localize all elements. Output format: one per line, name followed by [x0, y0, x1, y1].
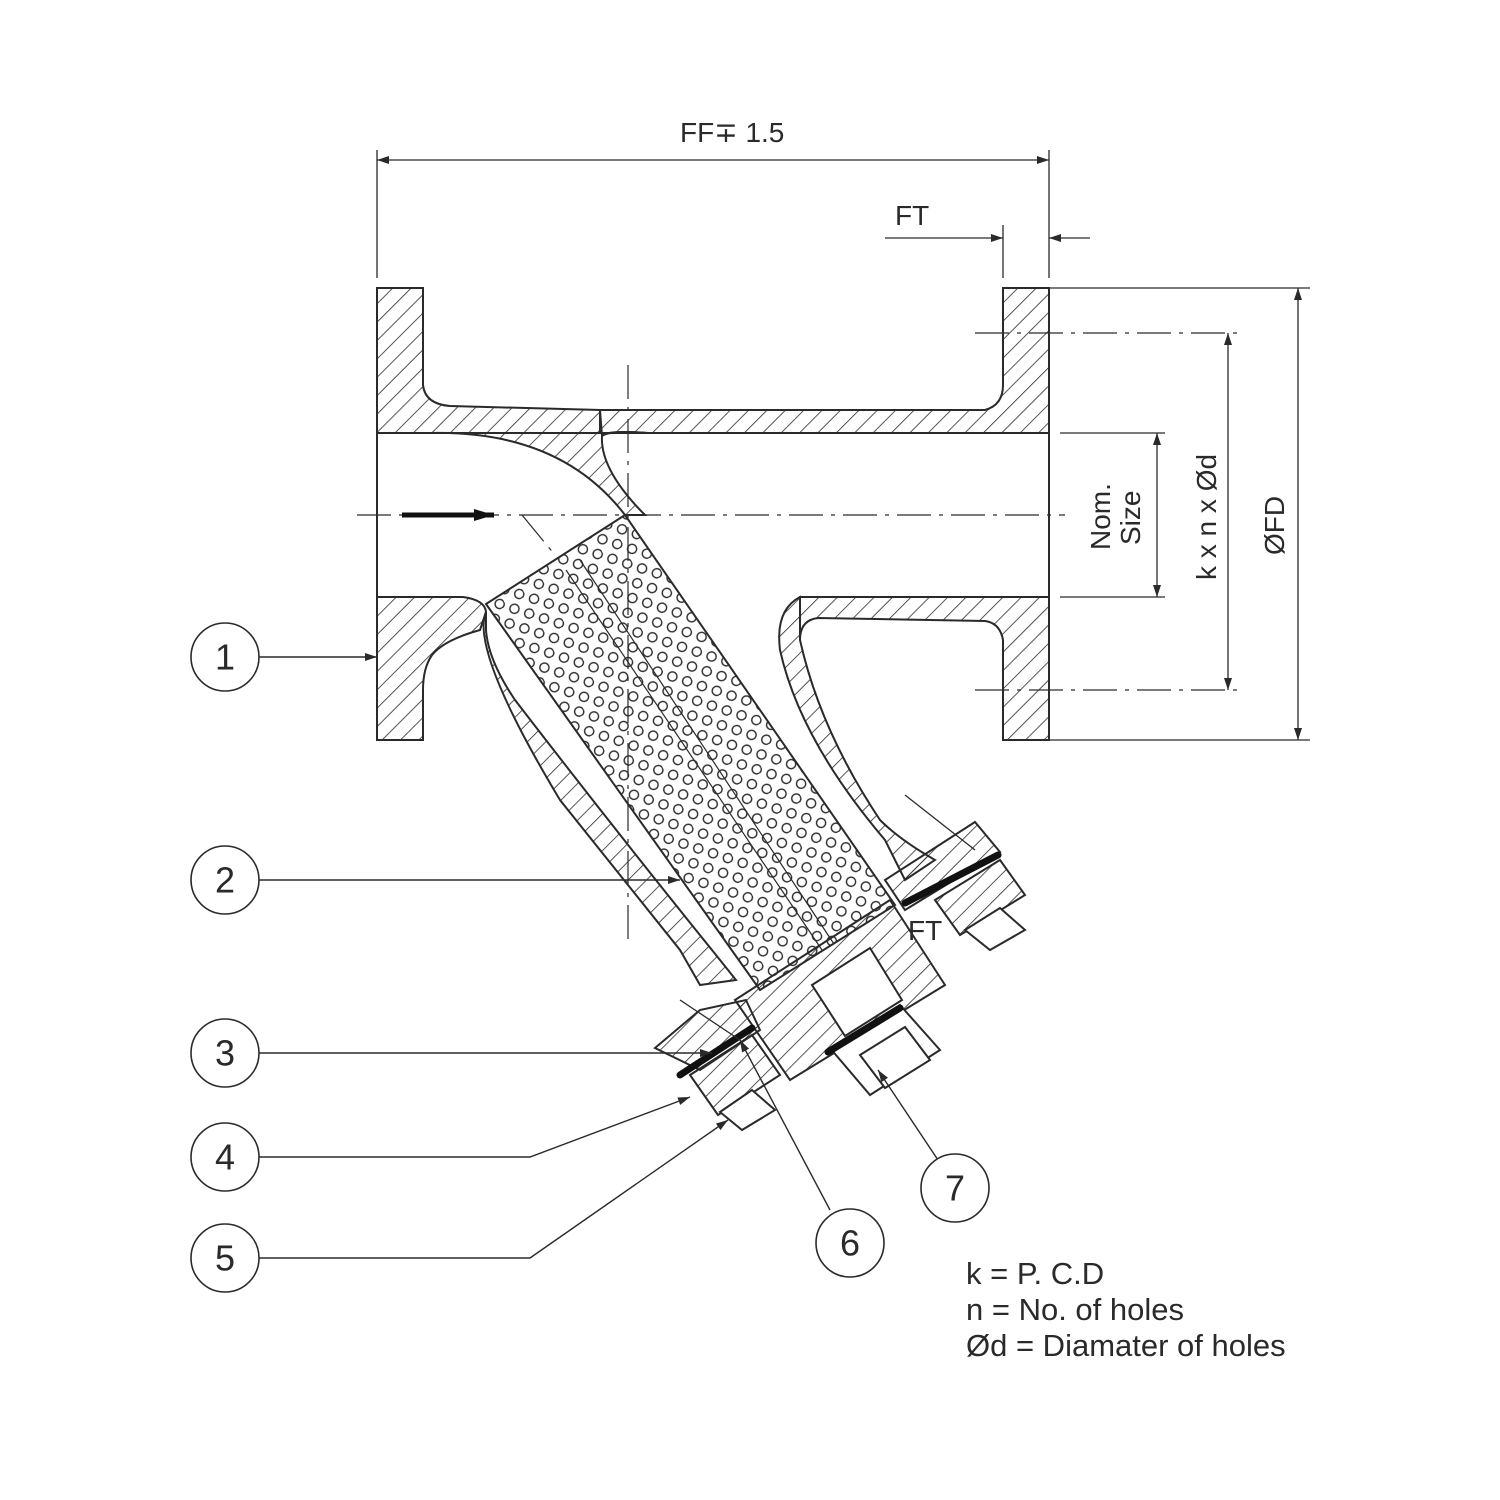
- strainer-body: [376, 287, 1050, 1072]
- legend-d: Ød = Diamater of holes: [966, 1328, 1286, 1363]
- legend-k: k = P. C.D: [966, 1256, 1105, 1291]
- svg-text:5: 5: [215, 1238, 235, 1279]
- pcd-label: k x n x Ød: [1191, 454, 1222, 580]
- flange-diameter-label: ØFD: [1259, 496, 1290, 555]
- ft-label-top: FT: [895, 200, 929, 231]
- ft-label-bottom: FT: [908, 915, 942, 946]
- bolt-left: [688, 1033, 782, 1117]
- pipe-outline: [376, 288, 1050, 740]
- right-flange-lower: [799, 596, 1050, 741]
- gasket-right: [901, 851, 1002, 907]
- callout-5: 5: [190, 1223, 260, 1293]
- callout-6: 6: [815, 1208, 885, 1278]
- legend: k = P. C.D n = No. of holes Ød = Diamate…: [966, 1256, 1286, 1364]
- svg-text:7: 7: [945, 1168, 965, 1209]
- top-wall: [598, 287, 1050, 440]
- callout-4: 4: [190, 1122, 260, 1192]
- svg-text:3: 3: [215, 1033, 235, 1074]
- callout-3: 3: [190, 1018, 260, 1088]
- nom-size-label-1: Nom.: [1085, 483, 1116, 550]
- drain-plug: [810, 946, 904, 1038]
- bolt-nut-right: [963, 906, 1027, 952]
- housing-left-wall: [482, 611, 738, 987]
- svg-text:4: 4: [215, 1137, 235, 1178]
- legend-n: n = No. of holes: [966, 1292, 1184, 1327]
- bolt-right: [933, 858, 1027, 937]
- nom-size-label-2: Size: [1115, 491, 1146, 545]
- bolt-nut-left: [718, 1088, 777, 1132]
- screen-seam: [565, 569, 823, 951]
- svg-text:6: 6: [840, 1223, 860, 1264]
- svg-text:1: 1: [215, 637, 235, 678]
- dimension-lines: [376, 150, 1310, 1041]
- strainer-screen: [484, 513, 897, 992]
- gaskets: [676, 851, 1002, 1079]
- callout-7: 7: [920, 1153, 990, 1223]
- cover-flange-right: [883, 820, 1002, 912]
- svg-text:2: 2: [215, 860, 235, 901]
- plug-gasket: [824, 1004, 904, 1056]
- left-flange-lower: [376, 596, 488, 741]
- callout-2: 2: [190, 845, 260, 915]
- bolts: [688, 858, 1027, 1132]
- inlet-diverter: [429, 431, 649, 516]
- callout-1: 1: [190, 622, 260, 692]
- gasket-left: [676, 1024, 756, 1079]
- callout-leaders: [259, 653, 939, 1259]
- left-flange-upper: [376, 287, 601, 434]
- ff-label: FF∓ 1.5: [680, 117, 784, 148]
- strainer-cover: [733, 898, 947, 1097]
